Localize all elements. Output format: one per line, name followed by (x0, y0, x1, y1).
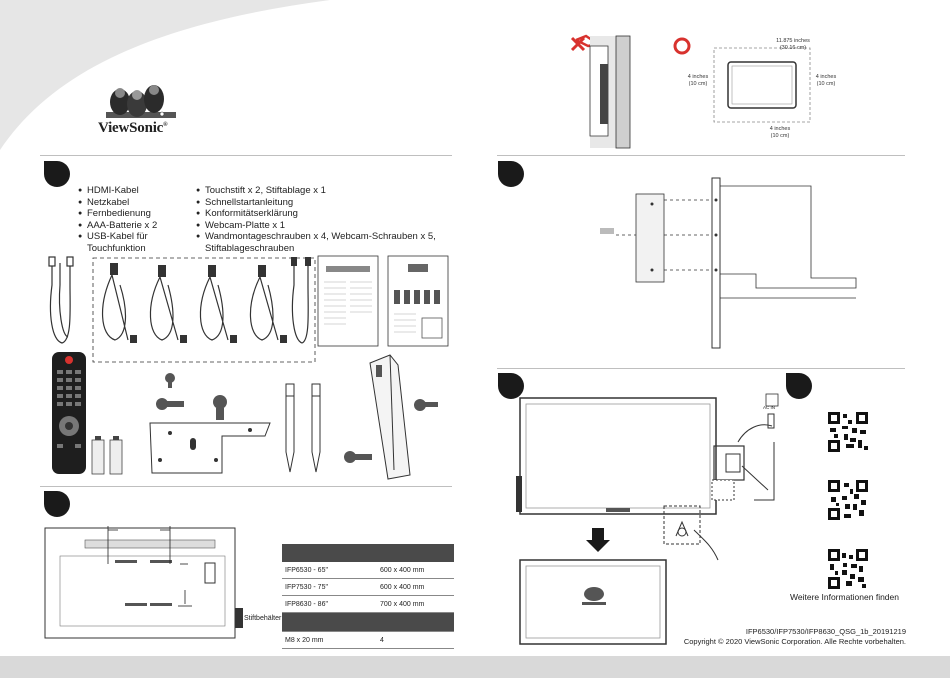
list-item: Fernbedienung (78, 208, 188, 220)
step-badge-5 (786, 373, 812, 399)
qr-code-1 (828, 412, 868, 452)
pen-tray-illustration (344, 354, 438, 480)
accessory-list-right: Touchstift x 2, Stiftablage x 1 Schnells… (196, 185, 446, 254)
list-item: Netzkabel (78, 197, 188, 209)
aaa-batteries-illustration (91, 436, 123, 475)
clearance-top: 11.875 inches(30.16 cm) (776, 38, 810, 51)
table-cell-model: IFP6530 - 65" (282, 562, 377, 579)
touch-pen-icon (285, 383, 321, 473)
step-badge-3 (498, 161, 524, 187)
table-cell-model: IFP8630 - 86" (282, 595, 377, 613)
clearance-right: 4 inches(10 cm) (815, 74, 837, 87)
list-item: USB-Kabel für Touchfunktion (78, 231, 188, 254)
brand-logo: ViewSonic® (98, 82, 188, 148)
step-badge-2 (44, 491, 70, 517)
qr-code-2 (828, 480, 868, 520)
divider (497, 155, 905, 156)
clearance-bottom: 4 inches(10 cm) (769, 126, 791, 139)
step-badge-4 (498, 373, 524, 399)
table-row: IFP6530 - 65"600 x 400 mm (282, 562, 454, 579)
more-info-text: Weitere Informationen finden (790, 592, 899, 602)
table-cell-vesa: 600 x 400 mm (377, 578, 454, 596)
compliance-booklet (387, 255, 449, 347)
divider (497, 368, 905, 369)
list-item: Konformitätserklärung (196, 208, 446, 220)
table-cell-model: IFP7530 - 75" (282, 578, 377, 596)
ac-in-label: AC IN (763, 405, 776, 410)
webcam-plate-install-diagram (600, 177, 857, 349)
correct-placement-illustration (673, 37, 811, 123)
quick-start-booklet (317, 255, 379, 347)
accessory-list-left: HDMI-Kabel Netzkabel Fernbedienung AAA-B… (78, 185, 188, 254)
cables-illustration (48, 256, 316, 363)
table-row: IFP8630 - 86"700 x 400 mm (282, 595, 454, 613)
table-cell-vesa: 700 x 400 mm (377, 595, 454, 613)
step-badge-1 (44, 161, 70, 187)
list-item: Webcam-Platte x 1 (196, 220, 446, 232)
clearance-left: 4 inches(10 cm) (687, 74, 709, 87)
vesa-table: IFP6530 - 65"600 x 400 mm IFP7530 - 75"6… (282, 544, 454, 649)
list-item: Wandmontageschrauben x 4, Webcam-Schraub… (196, 231, 446, 254)
list-item: Touchstift x 2, Stiftablage x 1 (196, 185, 446, 197)
screws-and-plate-illustration (149, 373, 271, 474)
copyright-text: Copyright © 2020 ViewSonic Corporation. … (683, 637, 906, 646)
divider (40, 486, 452, 487)
list-item: Schnellstartanleitung (196, 197, 446, 209)
table-row: IFP7530 - 75"600 x 400 mm (282, 578, 454, 596)
remote-control-illustration (52, 352, 86, 474)
document-id: IFP6530/IFP7530/IFP8630_QSG_1b_20191219 (745, 627, 906, 636)
divider (40, 155, 452, 156)
wall-mount-diagram (44, 526, 243, 639)
table-cell-qty: 4 (377, 631, 454, 649)
qr-code-3 (828, 549, 868, 589)
incorrect-placement-illustration (570, 34, 631, 149)
list-item: HDMI-Kabel (78, 185, 188, 197)
table-cell-vesa: 600 x 400 mm (377, 562, 454, 579)
pen-holder-label: Stiftbehälter (244, 615, 282, 622)
brand-name: ViewSonic (98, 120, 164, 136)
footer-bar (0, 656, 950, 678)
brand-mark: ® (163, 122, 168, 128)
power-connection-diagram (516, 393, 779, 645)
list-item: AAA-Batterie x 2 (78, 220, 188, 232)
table-cell-screw: M8 x 20 mm (282, 631, 377, 649)
